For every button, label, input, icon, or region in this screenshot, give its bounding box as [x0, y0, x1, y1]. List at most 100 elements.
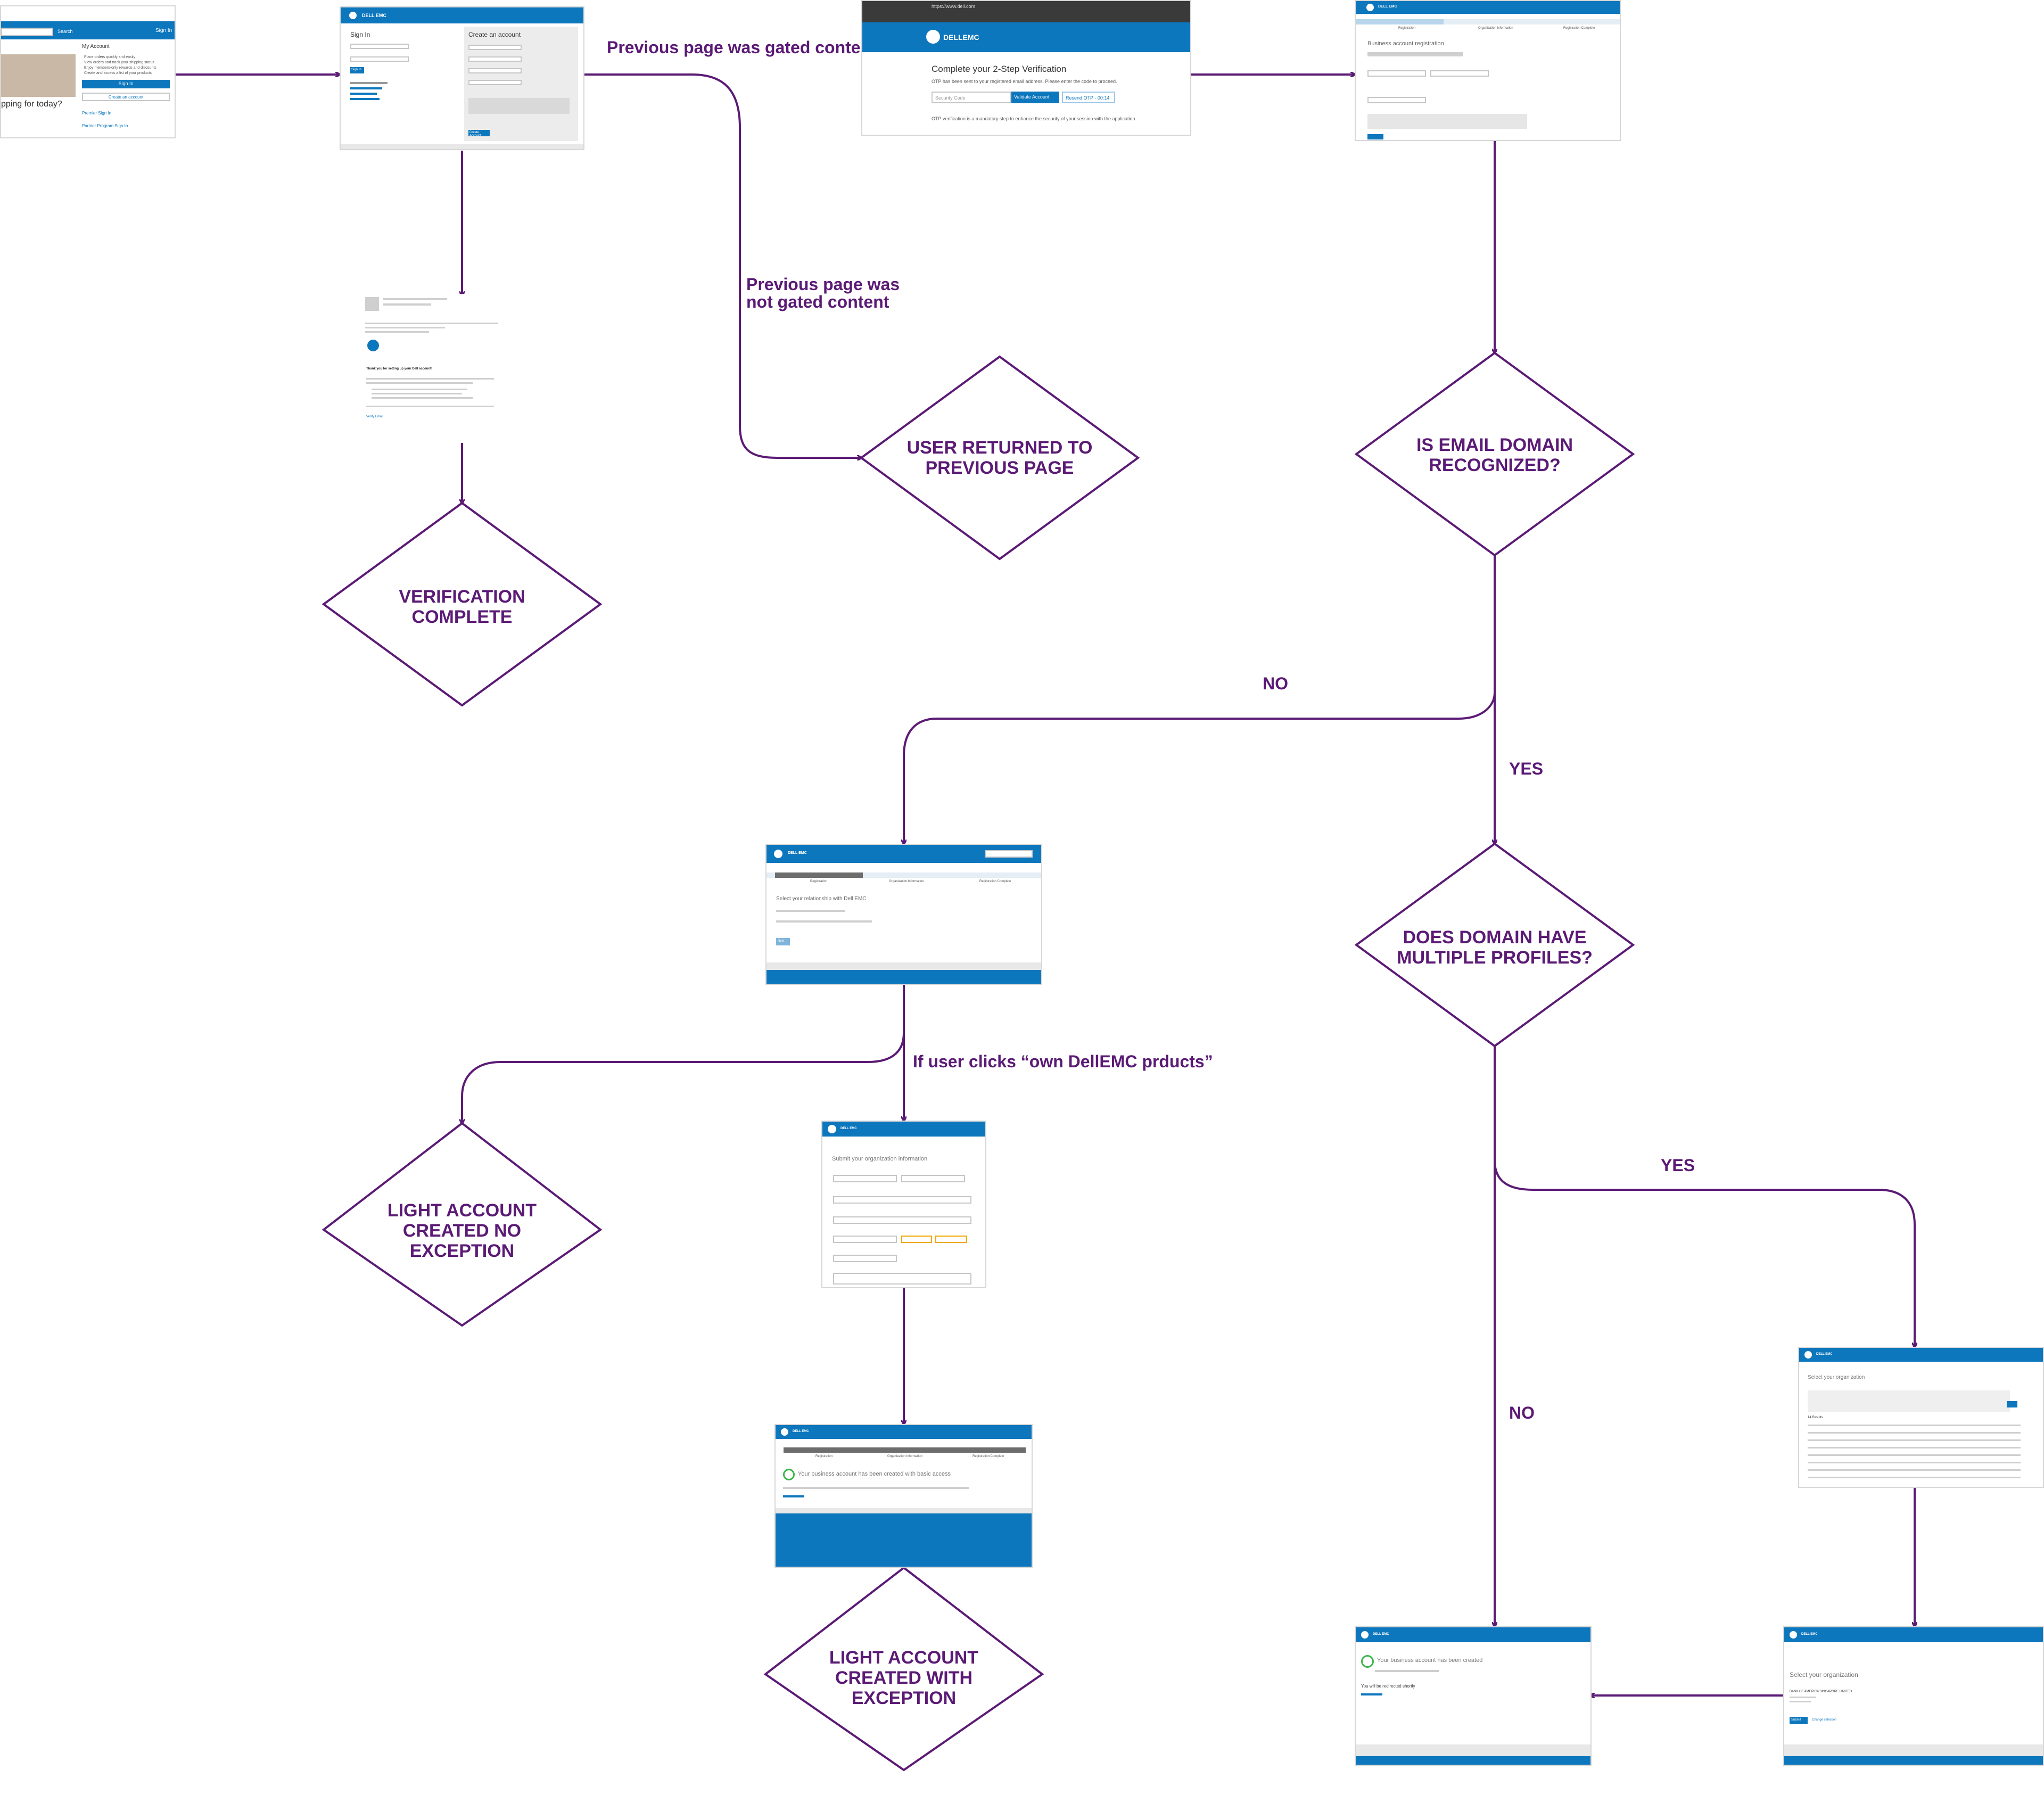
selectorg-title: Select your organization — [1790, 1671, 1858, 1678]
otp-code-placeholder: Security Code — [935, 95, 966, 101]
decision-email-domain-line2: RECOGNIZED? — [1429, 455, 1560, 475]
check-circle-icon — [783, 1469, 795, 1480]
decision-user-returned — [859, 355, 1140, 561]
selectorg-header: DELL EMC — [1784, 1627, 2043, 1642]
decision-email-domain — [1354, 351, 1635, 557]
label-gated: Previous page was gated content — [607, 38, 877, 57]
bizreg-desc — [1367, 52, 1463, 56]
orglist-row-5[interactable] — [1808, 1454, 2021, 1456]
orginfo-state-input[interactable] — [901, 1236, 932, 1243]
orglist-row-1[interactable] — [1808, 1425, 2021, 1426]
basic-desc — [783, 1487, 969, 1489]
selectorg-footer — [1784, 1756, 2043, 1765]
home-search-input[interactable] — [1, 28, 53, 36]
browser-chrome: https://www.dell.com — [862, 1, 1190, 22]
dell-logo-icon — [1366, 4, 1374, 11]
signin-link-1 — [350, 82, 388, 84]
orglist-row-3[interactable] — [1808, 1439, 2021, 1441]
create-firstname-input[interactable] — [468, 45, 522, 50]
bizreg-submit-button[interactable] — [1367, 134, 1383, 139]
arrow-signin-to-otp — [584, 73, 861, 458]
otp-header: DELLEMC — [862, 22, 1190, 52]
decision-light-with-exc-line2: CREATED WITH — [835, 1668, 972, 1688]
orglist-filter-panel — [1808, 1390, 2010, 1412]
validate-account-button[interactable]: Validate Account — [1011, 92, 1059, 103]
email-header-line-1 — [383, 298, 447, 300]
email-verify-link[interactable]: Verify Email — [366, 415, 383, 418]
home-sign-in-link[interactable]: Sign In — [155, 28, 172, 34]
label-yes-2: YES — [1661, 1156, 1695, 1175]
bizreg-language-select[interactable] — [1430, 70, 1489, 77]
orginfo-country-select[interactable] — [833, 1255, 897, 1262]
signin-password-input[interactable] — [350, 56, 409, 62]
create-account-title: Create an account — [468, 31, 521, 38]
orglist-row-2[interactable] — [1808, 1432, 2021, 1434]
orglist-results: 14 Results — [1808, 1416, 1823, 1419]
orginfo-address-1-input[interactable] — [833, 1196, 971, 1204]
screen-created: DELL EMC Your business account has been … — [1355, 1626, 1592, 1766]
home-partner-link[interactable]: Partner Program Sign In — [82, 124, 128, 128]
decision-light-no-exception — [322, 1122, 603, 1327]
create-lastname-input[interactable] — [468, 56, 522, 62]
email-avatar — [365, 297, 379, 311]
create-password-input[interactable] — [468, 80, 522, 85]
orginfo-address-2-input[interactable] — [833, 1216, 971, 1224]
label-no-2: NO — [1509, 1403, 1535, 1422]
selectorg-footer-grey — [1784, 1744, 2043, 1756]
orglist-row-4[interactable] — [1808, 1447, 2021, 1448]
relationship-option-2[interactable] — [776, 920, 872, 923]
relationship-progress — [767, 872, 1041, 878]
orginfo-alt-name-input[interactable] — [901, 1175, 965, 1182]
selectorg-submit-button[interactable]: Submit — [1790, 1717, 1808, 1724]
screen-signin: DELL EMC Sign In Sign In Create an accou… — [340, 6, 584, 150]
email-meta-1 — [365, 323, 498, 324]
orglist-row-8[interactable] — [1808, 1477, 2021, 1478]
bizreg-country-select[interactable] — [1367, 70, 1426, 77]
basic-link — [783, 1495, 804, 1497]
resend-otp-button[interactable]: Resend OTP - 00:14 — [1062, 92, 1115, 103]
relationship-lang-select[interactable] — [985, 850, 1033, 858]
created-desc — [1375, 1670, 1439, 1672]
signin-link-2 — [350, 87, 382, 89]
decision-verification-line1: VERIFICATION — [399, 587, 525, 607]
bizreg-phone-input[interactable] — [1367, 97, 1426, 103]
orglist-row-7[interactable] — [1808, 1469, 2021, 1471]
home-search-button[interactable]: Search — [54, 28, 76, 36]
label-clicks-own: If user clicks “own DellEMC prducts” — [913, 1052, 1213, 1071]
signin-email-input[interactable] — [350, 44, 409, 49]
selectorg-change-link[interactable]: Change selection — [1812, 1718, 1837, 1722]
otp-brand: DELLEMC — [943, 33, 979, 42]
orginfo-postal-input[interactable] — [935, 1236, 967, 1243]
email-meta-3 — [365, 331, 429, 333]
orginfo-city-input[interactable] — [833, 1236, 897, 1243]
screen-org-info: DELL EMC Submit your organization inform… — [821, 1121, 986, 1288]
home-signin-button[interactable]: Sign In — [82, 80, 170, 88]
relationship-next-button[interactable]: Next — [776, 938, 790, 945]
relationship-title: Select your relationship with Dell EMC — [776, 896, 867, 902]
create-account-button[interactable]: Create Account — [468, 130, 490, 137]
orglist-search-button[interactable] — [2007, 1401, 2017, 1407]
orginfo-additional-input[interactable] — [833, 1273, 971, 1285]
email-header-line-2 — [383, 303, 431, 306]
relationship-step-3: Registration Complete — [979, 880, 1011, 883]
screen-select-org: DELL EMC Select your organization BANK O… — [1783, 1626, 2044, 1766]
arrow-relationship-to-light-no-exc — [462, 985, 905, 1123]
email-body-1 — [366, 378, 494, 380]
relationship-option-1[interactable] — [776, 910, 845, 912]
dell-logo-icon — [774, 850, 782, 858]
dell-logo-icon — [349, 12, 357, 19]
dell-logo-icon — [828, 1125, 836, 1133]
orginfo-org-name-input[interactable] — [833, 1175, 897, 1182]
otp-code-input[interactable]: Security Code — [932, 92, 1011, 103]
dell-logo-icon — [926, 30, 940, 44]
home-bullet-1: Place orders quickly and easily — [84, 55, 136, 59]
bizreg-progress — [1356, 19, 1620, 24]
orglist-title: Select your organization — [1808, 1374, 1865, 1380]
home-premier-link[interactable]: Premier Sign In — [82, 111, 112, 116]
signin-title: Sign In — [350, 31, 370, 38]
bizreg-brand: DELL EMC — [1378, 5, 1397, 9]
signin-button[interactable]: Sign In — [350, 67, 364, 73]
home-create-account-button[interactable]: Create an account — [82, 93, 170, 101]
orglist-row-6[interactable] — [1808, 1462, 2021, 1463]
create-email-input[interactable] — [468, 68, 522, 73]
